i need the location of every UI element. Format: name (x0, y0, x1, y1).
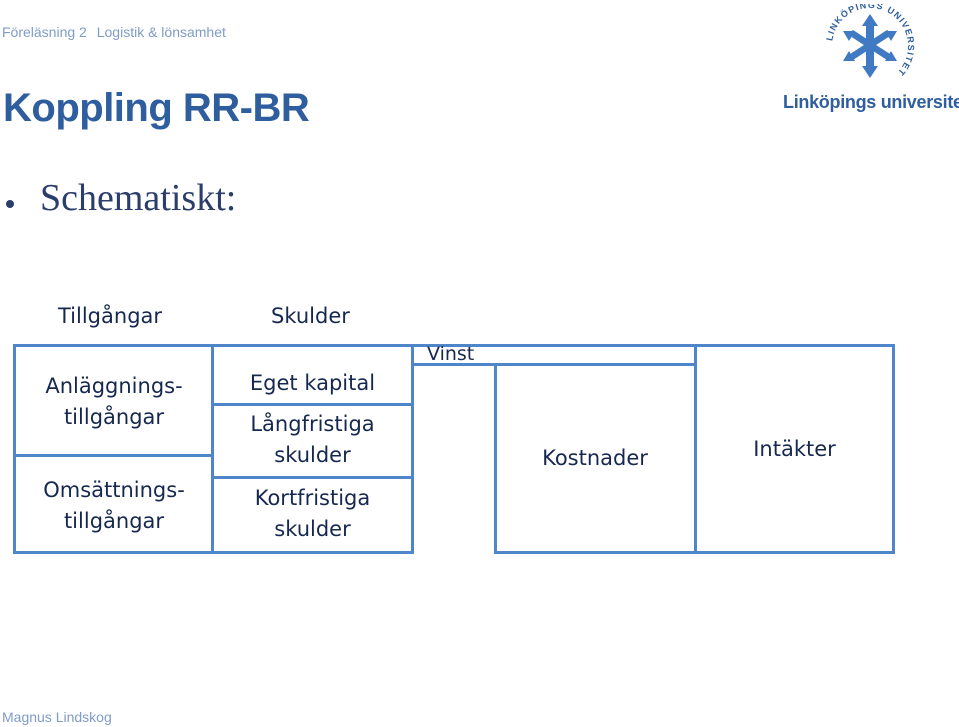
course-label: Föreläsning 2 (2, 24, 87, 40)
long-term-divider (211, 476, 414, 479)
bullet-icon (6, 200, 14, 208)
current-assets-label: Omsättnings- tillgångar (43, 478, 185, 533)
assets-heading: Tillgångar (58, 304, 163, 328)
university-name: Linköpings universitet (783, 92, 959, 112)
liabilities-heading: Skulder (271, 304, 350, 328)
bullet-text: Schematiskt: (40, 177, 237, 219)
fixed-assets-label: Anläggnings- tillgångar (45, 374, 183, 429)
assets-divider (13, 454, 214, 457)
footer-author: Magnus Lindskog (2, 709, 112, 725)
short-term-liabilities-label: Kortfristiga skulder (254, 486, 371, 541)
revenues-box (694, 344, 895, 554)
long-term-liabilities-label: Långfristiga skulder (250, 412, 375, 467)
slide-title: Koppling RR-BR (3, 86, 310, 130)
university-logo: LINKÖPINGS UNIVERSITET Linköpings univer… (783, 0, 959, 122)
liabilities-box (211, 344, 414, 554)
university-seal-icon: LINKÖPINGS UNIVERSITET (824, 0, 915, 78)
slide-header: Föreläsning 2 Logistik & lönsamhet (2, 24, 232, 40)
equity-divider (211, 403, 414, 406)
topic-label: Logistik & lönsamhet (96, 24, 226, 40)
costs-label: Kostnader (542, 446, 648, 470)
profit-label: Vinst (427, 343, 475, 365)
revenues-label: Intäkter (753, 437, 836, 461)
equity-label: Eget kapital (249, 371, 376, 395)
